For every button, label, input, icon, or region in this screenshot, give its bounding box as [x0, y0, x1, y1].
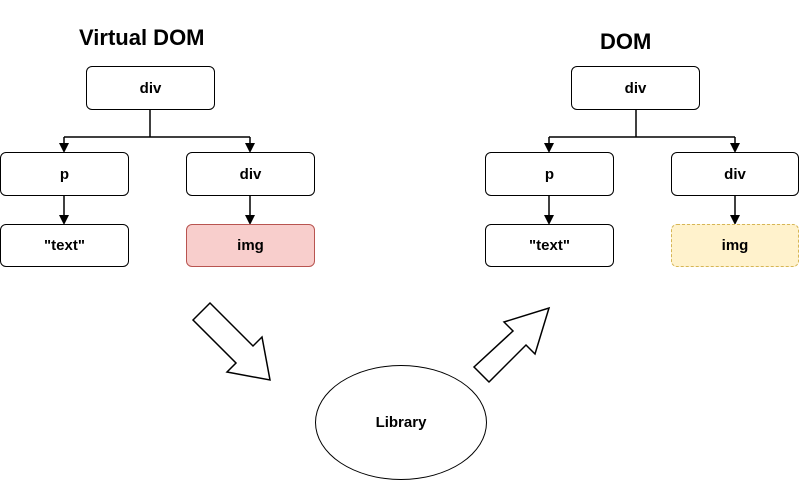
- virtual-dom-edges: [59, 110, 255, 225]
- arrow-to-library: [191, 301, 271, 381]
- library-label: Library: [375, 414, 427, 431]
- virtual-dom-text-node: "text": [0, 224, 129, 267]
- dom-p-node: p: [485, 152, 614, 196]
- arrow-to-dom: [472, 306, 551, 384]
- dom-title: DOM: [600, 29, 652, 54]
- virtual-dom-root-div: div: [86, 66, 215, 110]
- dom-img-node: img: [671, 224, 799, 267]
- virtual-dom-child-div: div: [186, 152, 315, 196]
- dom-text-node: "text": [485, 224, 614, 267]
- virtual-dom-p-node: p: [0, 152, 129, 196]
- library-ellipse: Library: [315, 365, 487, 480]
- dom-child-div: div: [671, 152, 799, 196]
- virtual-dom-img-node: img: [186, 224, 315, 267]
- dom-edges: [544, 110, 740, 225]
- dom-root-div: div: [571, 66, 700, 110]
- virtual-dom-title: Virtual DOM: [79, 25, 205, 50]
